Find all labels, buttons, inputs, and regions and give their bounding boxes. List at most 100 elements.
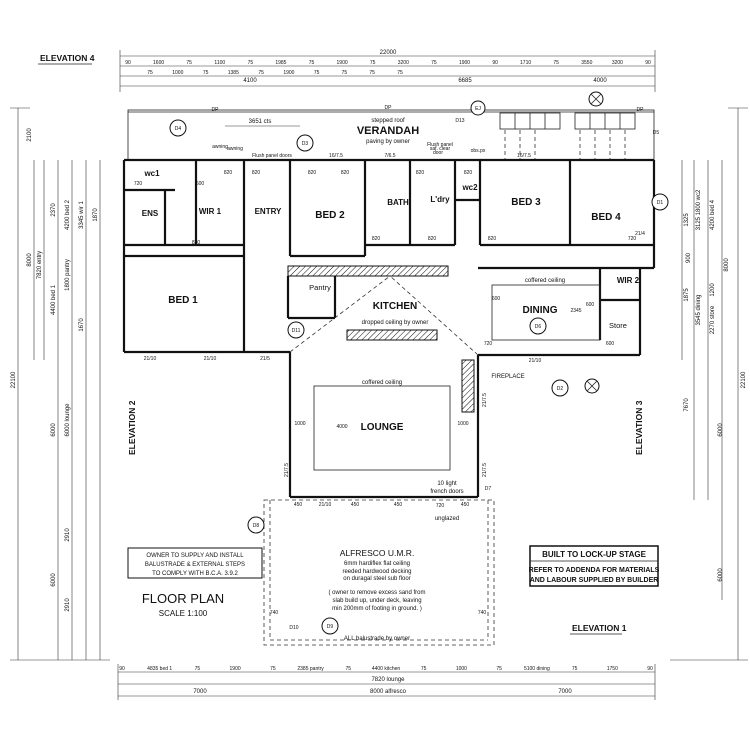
dimension-value: 75 [309,60,315,66]
door-size: 820 [224,170,233,176]
right-dim-label: 3545 dining [696,294,702,325]
window-tag: D9 [321,617,339,635]
door-size: 720 [436,503,445,509]
kitchen-label: KITCHEN [373,301,417,312]
door-size: 1000 [457,421,468,427]
dining-label: DINING [523,305,558,316]
door-note: door [433,150,443,156]
elevation-1-label: ELEVATION 1 [572,623,627,633]
wall-dim: 7/6.5 [384,153,395,159]
elevation-4-label: ELEVATION 4 [40,53,95,63]
dimension-value: 75 [431,60,437,66]
owner-note-line: BALUSTRADE & EXTERNAL STEPS [145,562,245,568]
dimension-value: 3200 [398,60,409,66]
owner-note-line: TO COMPLY WITH B.C.A. 3.9.2 [152,571,238,577]
right-total-dim: 22100 [741,371,747,388]
wall-dim: 21/4 [635,231,645,237]
bottom-dim-7000-right: 7000 [558,689,572,695]
door-size: 820 [308,170,317,176]
left-total-dim: 22100 [11,371,17,388]
alfresco-note-4: ( owner to remove excess sand from [328,590,425,596]
bath-label: BATH [387,198,409,207]
door-size: 740 [270,610,279,616]
window-tag-label: D10 [289,625,298,631]
window-tag-label: D8 [253,523,260,529]
bed-1-label: BED 1 [168,295,198,306]
wall-dim: 450 [294,502,303,508]
alfresco-note-3: on duragal steel sub floor [343,576,410,582]
right-dim-label: 900 [686,252,692,263]
dimension-value: 1900 [283,70,294,76]
dimension-value: 1900 [230,666,241,672]
dimension-value: 1100 [214,60,225,66]
owner-note-line: OWNER TO SUPPLY AND INSTALL [146,553,244,559]
door-size: 820 [428,236,437,242]
door-size: 600 [606,341,615,347]
window-tag-label: D3 [302,141,309,147]
door-size: 740 [478,610,487,616]
left-dim-label: 2100 [27,128,33,142]
right-dim-label: 1875 [684,288,690,302]
alfresco-note-2: reeded hardwood decking [342,569,411,575]
wall-dim: 450 [351,502,360,508]
right-dim-label: 1200 [710,283,716,297]
flush-panel-doors-note: Flush panel doors [252,153,292,159]
door-size: 600 [492,296,501,302]
window-tag: D1 [651,193,669,211]
downpipe-label: DP [637,107,645,113]
dimension-value: 1900 [337,60,348,66]
left-dim-label: 2910 [65,598,71,612]
dimension-value: 2385 pantry [297,666,324,672]
awning-note: awning [227,146,243,152]
dimension-value: 1710 [520,60,531,66]
dimension-value: 5100 dining [524,666,550,672]
wall-dim: 16/7.5 [329,153,343,159]
door-size: 720 [628,236,637,242]
dimension-value: 90 [647,666,653,672]
door-size: 820 [372,236,381,242]
downpipe-label: DP [212,107,220,113]
window-tag-label: D6 [535,324,542,330]
dimension-value: 75 [314,70,320,76]
dimension-value: 75 [370,60,376,66]
flush-panel-note: Flush panel [427,142,453,148]
left-dim-label: 3345 wir 1 [79,200,85,228]
window-tag: EJ [470,100,486,116]
left-dim-label: 6000 [51,573,57,587]
window-tag: D8 [247,516,265,534]
door-size: 820 [252,170,261,176]
dimension-value: 90 [125,60,131,66]
left-dim-label: 1800 pantry [65,259,71,291]
window-tag-label: D13 [455,118,464,124]
door-size: 600 [196,181,205,187]
dimension-value: 75 [369,70,375,76]
drawing-scale: SCALE 1:100 [159,609,208,618]
wir-2-label: WIR 2 [617,276,640,285]
french-doors-note-2: french doors [430,489,463,495]
verandah-paving-note: paving by owner [366,139,410,145]
wall-dim: 21/10 [204,356,217,362]
entry-label: ENTRY [255,207,282,216]
wall-dim: 450 [461,502,470,508]
left-dim-label: 1870 [93,208,99,222]
wc2-label: wc2 [461,183,478,192]
dimension-value: 1900 [459,60,470,66]
wir-1-label: WIR 1 [199,207,222,216]
kitchen-ceiling-note: dropped ceiling by owner [362,320,429,326]
safety-clear-note: saf. clear [430,146,451,152]
left-dim-label: 6000 lounge [65,403,71,437]
right-dim-label: 6000 [718,568,724,582]
right-dim-label: 4200 bed 4 [710,199,716,230]
dining-ceiling-note: coffered ceiling [525,278,565,284]
elevation-2-label: ELEVATION 2 [127,400,137,455]
dimension-value: 75 [342,70,348,76]
bed-2-label: BED 2 [315,210,345,221]
laundry-label: L'dry [430,195,450,204]
wall-dim: 21/10 [144,356,157,362]
stepped-roof-note: stepped roof [371,118,405,124]
dimension-value: 75 [496,666,502,672]
door-size: 720 [134,181,143,187]
wall-dim: 21/7.5 [482,463,488,477]
dimension-value: 75 [346,666,352,672]
